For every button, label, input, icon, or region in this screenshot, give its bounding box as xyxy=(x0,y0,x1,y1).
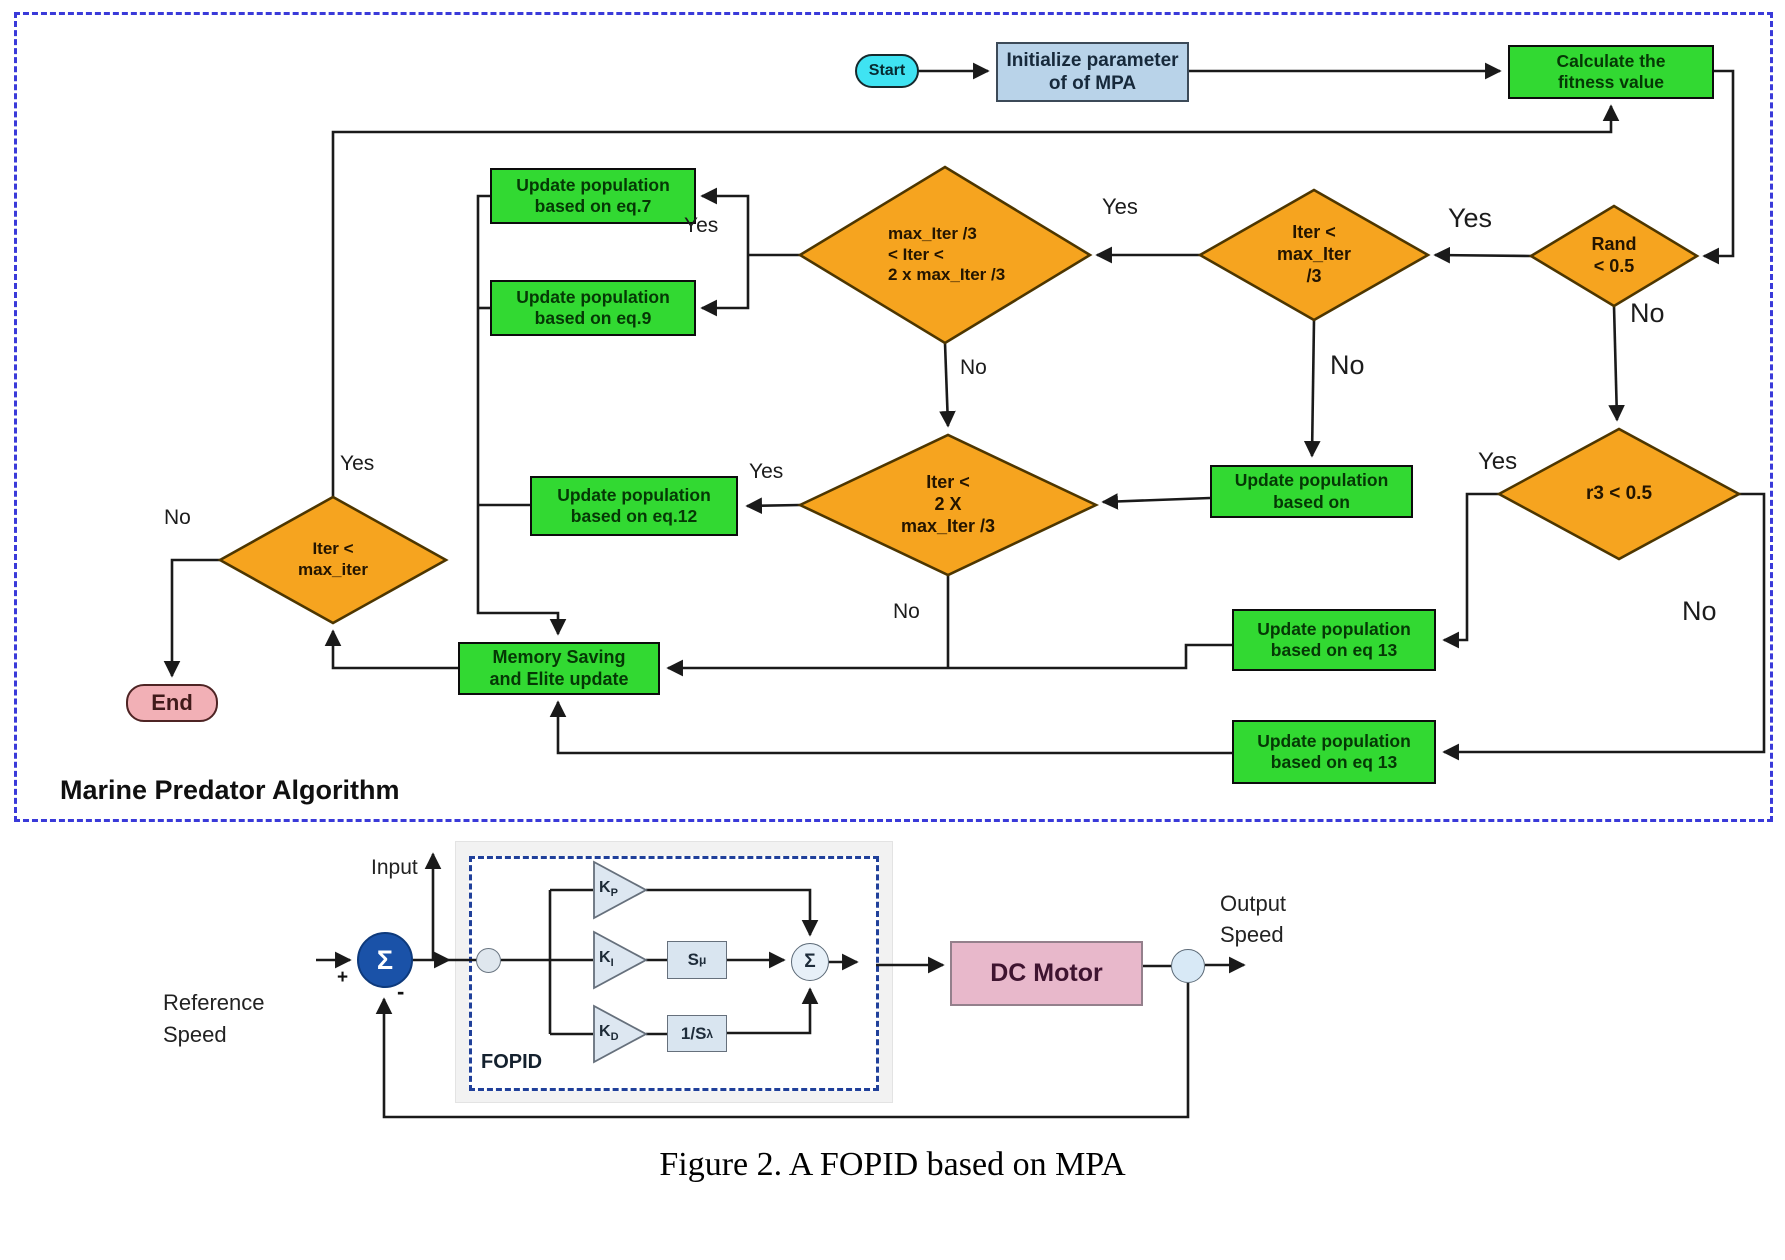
input-label: Input xyxy=(371,856,418,879)
sigma-symbol: Σ xyxy=(804,951,816,972)
gain-kd-triangle xyxy=(593,1004,648,1064)
mpa-title: Marine Predator Algorithm xyxy=(60,775,400,805)
connector-mid-eq9-yes xyxy=(700,255,750,317)
node-label: Update population xyxy=(1257,618,1411,639)
calc-fitness-node: Calculate the fitness value xyxy=(1508,45,1714,99)
connector-kp-sum2 xyxy=(646,888,819,937)
node-label: Update population xyxy=(516,174,670,195)
connector-final-end-no xyxy=(163,558,220,678)
minus-sign: - xyxy=(397,979,405,1004)
label-line: Speed xyxy=(163,1021,227,1047)
output-speed-label: Output Speed xyxy=(1220,889,1286,951)
fopid-summing-junction: Σ xyxy=(791,943,829,981)
connector-mid-eq7-yes xyxy=(700,187,750,255)
connector-invs-sum2 xyxy=(727,987,819,1035)
connector-iter3-updon-no xyxy=(1303,319,1321,458)
block-label: 1/S xyxy=(680,1023,707,1043)
dc-motor-block: DC Motor xyxy=(950,941,1143,1006)
connector-rand-iter3-yes xyxy=(1433,246,1532,264)
block-sup: μ xyxy=(699,953,707,967)
node-label: based on eq.7 xyxy=(534,196,652,216)
connector-updon-2x xyxy=(1101,493,1211,510)
decision-r3 xyxy=(1496,427,1742,561)
node-label: based on eq 13 xyxy=(1270,640,1398,660)
update-eq7-node: Update population based on eq.7 xyxy=(490,168,696,224)
connector-r3-eq13b-no xyxy=(1442,492,1766,761)
update-eq13-node-bottom: Update population based on eq 13 xyxy=(1232,720,1436,784)
label-line: Reference xyxy=(163,990,265,1015)
node-label: Initialize parameter xyxy=(1006,49,1179,71)
node-label: Update population xyxy=(516,286,670,307)
block-sub: λ xyxy=(706,1026,714,1041)
node-label: based on eq.12 xyxy=(570,506,698,526)
node-label: Memory Saving xyxy=(492,646,626,667)
node-label: Calculate the xyxy=(1556,50,1666,71)
figure-caption: Figure 2. A FOPID based on MPA xyxy=(659,1146,1126,1183)
summing-junction: Σ xyxy=(357,932,413,988)
node-label: based on eq 13 xyxy=(1270,752,1398,772)
mpa-dashed-boundary xyxy=(14,12,1773,822)
gain-kp-triangle xyxy=(593,860,648,920)
node-label: and Elite update xyxy=(489,668,629,689)
end-node: End xyxy=(126,684,218,722)
update-eq9-node: Update population based on eq.9 xyxy=(490,280,696,336)
connector-2x-eq12-yes xyxy=(745,497,801,515)
decision-iter-third xyxy=(1197,188,1431,322)
node-label: Update population xyxy=(1234,470,1389,491)
end-label: End xyxy=(151,689,193,715)
memory-saving-node: Memory Saving and Elite update xyxy=(458,642,660,695)
sigma-symbol: Σ xyxy=(376,944,394,975)
fopid-label: FOPID xyxy=(481,1051,543,1073)
gain-ki-triangle xyxy=(593,930,648,990)
decision-rand xyxy=(1528,204,1700,308)
output-takeoff-node xyxy=(1171,949,1205,983)
node-label: fitness value xyxy=(1557,72,1665,92)
connector-r3-eq13a-yes xyxy=(1442,492,1499,649)
start-node: Start xyxy=(855,54,919,88)
dc-motor-label: DC Motor xyxy=(990,959,1103,987)
node-label: Update population xyxy=(1257,730,1411,751)
node-label: based on eq.9 xyxy=(534,308,652,328)
connector-calc-rand xyxy=(1702,69,1735,265)
connector-rand-r3-no xyxy=(1608,305,1625,422)
reference-speed-label: Reference Speed xyxy=(163,987,265,1051)
connector-left-rail-mem xyxy=(476,194,567,636)
connector-eq13a-mem xyxy=(666,643,1232,677)
node-label: based on xyxy=(1273,491,1350,512)
initialize-node: Initialize parameter of of MPA xyxy=(996,42,1189,102)
decision-final-iter xyxy=(217,495,449,625)
plus-sign: + xyxy=(337,967,349,988)
start-label: Start xyxy=(868,62,906,80)
update-based-on-node: Update population based on xyxy=(1210,465,1413,518)
label-line: Output xyxy=(1220,891,1287,916)
label-line: Speed xyxy=(1220,921,1284,947)
decision-mid-phase xyxy=(797,165,1093,345)
block-label: S xyxy=(687,950,699,969)
node-label: of of MPA xyxy=(1048,73,1137,94)
connector-mem-final xyxy=(324,629,458,670)
update-eq12-node: Update population based on eq.12 xyxy=(530,476,738,536)
connector-fopid-branches xyxy=(501,888,593,1036)
connector-eq13b-mem xyxy=(549,700,1232,755)
fopid-input-node xyxy=(476,948,501,973)
connector-feedback xyxy=(375,983,1190,1119)
connector-final-calc-yes xyxy=(331,104,1620,497)
node-label: Update population xyxy=(557,484,711,505)
decision-two-thirds xyxy=(796,433,1100,577)
update-eq13-node-top: Update population based on eq 13 xyxy=(1232,609,1436,671)
connector-mid-2x-no xyxy=(939,342,956,428)
